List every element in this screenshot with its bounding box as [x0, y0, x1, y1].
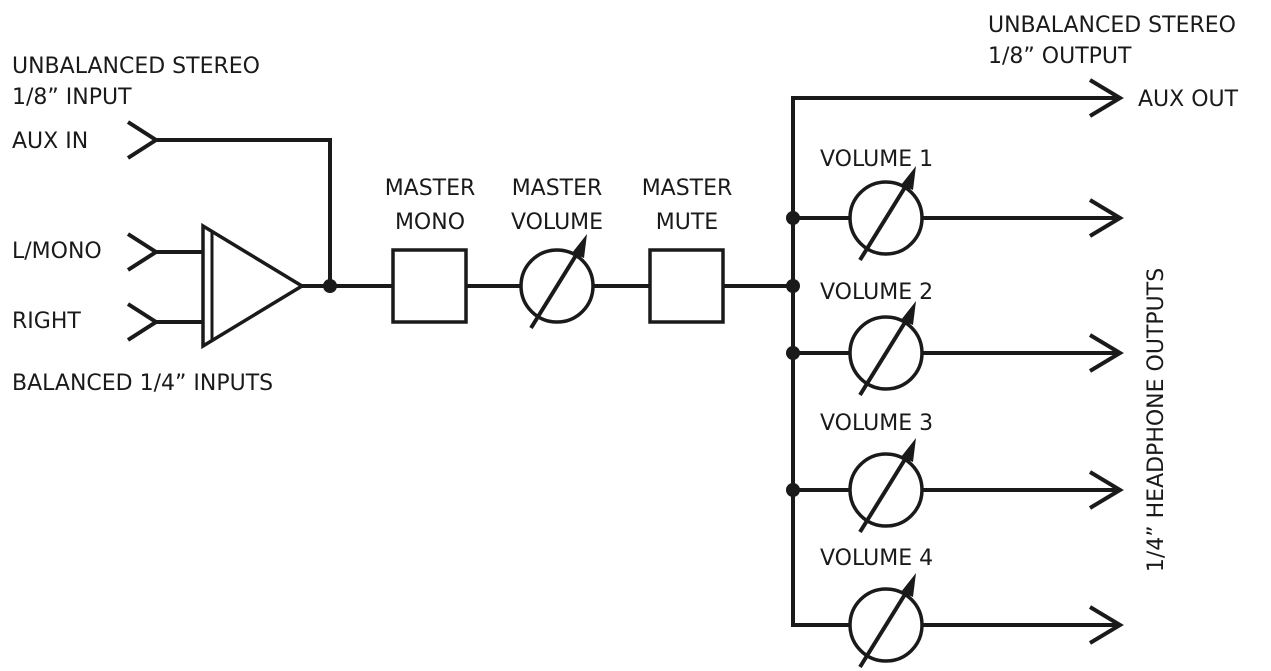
input-unbalanced-title-line1: UNBALANCED STEREO [12, 54, 260, 79]
volume-1-label: VOLUME 1 [820, 147, 933, 172]
output-unbalanced-title-line1: UNBALANCED STEREO [988, 13, 1236, 38]
master-mute-label-line2: MUTE [656, 210, 718, 235]
master-mono-block [391, 248, 468, 324]
l-mono-label: L/MONO [12, 239, 102, 264]
master-mono-label-line1: MASTER [385, 176, 476, 201]
junction-dot-icon [786, 279, 800, 293]
volume-1-potentiometer-icon [848, 164, 924, 262]
right-jack-icon [126, 302, 158, 342]
input-unbalanced-title-line2: 1/8” INPUT [12, 85, 132, 110]
headphone-outputs-label: 1/4” HEADPHONE OUTPUTS [1144, 268, 1169, 572]
master-mute-label-line1: MASTER [642, 176, 733, 201]
aux-in-wire [156, 138, 332, 286]
master-mute-block [648, 248, 725, 324]
volume-2-potentiometer-icon [848, 299, 924, 397]
master-volume-label-line2: VOLUME [511, 210, 603, 235]
volume-4-potentiometer-icon [848, 571, 924, 669]
balanced-inputs-label: BALANCED 1/4” INPUTS [12, 371, 273, 396]
master-mono-label-line2: MONO [395, 210, 465, 235]
volume-3-potentiometer-icon [848, 436, 924, 534]
master-volume-label-line1: MASTER [512, 176, 603, 201]
aux-in-jack-icon [126, 120, 158, 160]
output-unbalanced-title-line2: 1/8” OUTPUT [988, 44, 1132, 69]
volume-4-label: VOLUME 4 [820, 546, 933, 571]
volume-3-label: VOLUME 3 [820, 411, 933, 436]
master-volume-potentiometer-icon [519, 232, 595, 330]
output-bus-wire [791, 96, 1118, 625]
amplifier-triangle-icon [201, 222, 306, 350]
volume-2-label: VOLUME 2 [820, 280, 933, 305]
right-label: RIGHT [12, 309, 81, 334]
aux-out-label: AUX OUT [1138, 87, 1239, 112]
aux-in-label: AUX IN [12, 129, 88, 154]
l-mono-jack-icon [126, 232, 158, 272]
